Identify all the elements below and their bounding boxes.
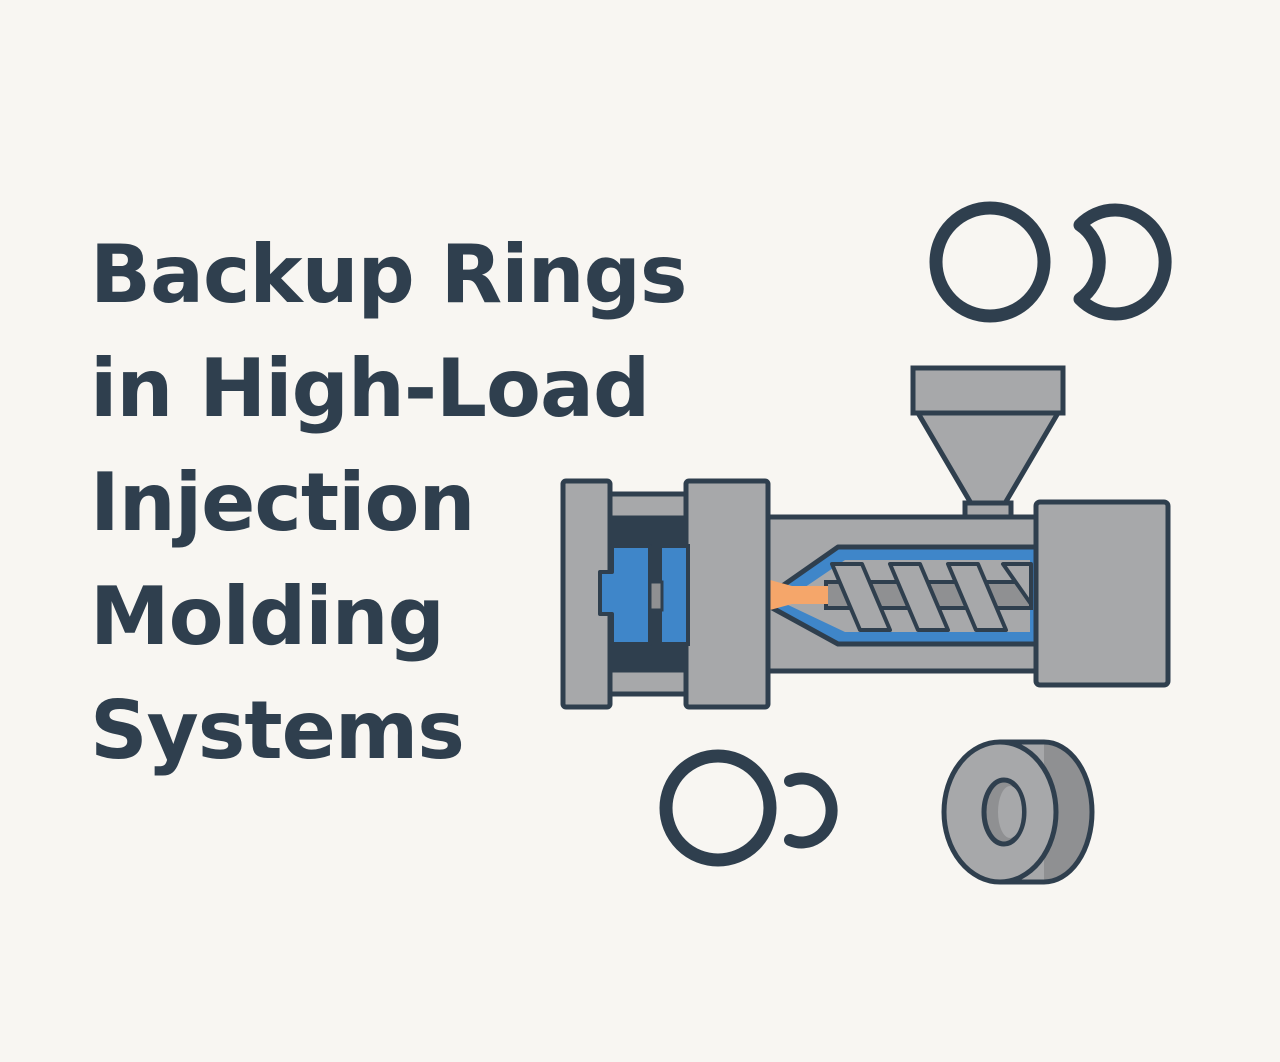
headline: Backup Rings in High-Load Injection Mold… xyxy=(90,218,688,788)
drive-housing xyxy=(1033,499,1171,688)
headline-line-5: Systems xyxy=(90,684,465,777)
backup-ring-bottom-split-c xyxy=(784,772,838,849)
backup-ring-bottom-left xyxy=(659,749,777,867)
headline-line-3: Injection xyxy=(90,456,475,549)
backup-ring-top-left xyxy=(929,201,1051,323)
headline-line-2: in High-Load xyxy=(90,342,650,435)
headline-line-1: Backup Rings xyxy=(90,228,688,321)
screw xyxy=(824,562,1033,632)
backup-ring-top-right-split xyxy=(1073,203,1172,321)
backup-ring-bottom-disc xyxy=(941,739,1095,885)
mold-clamp xyxy=(560,478,771,710)
hopper xyxy=(910,365,1066,524)
headline-line-4: Molding xyxy=(90,570,445,663)
